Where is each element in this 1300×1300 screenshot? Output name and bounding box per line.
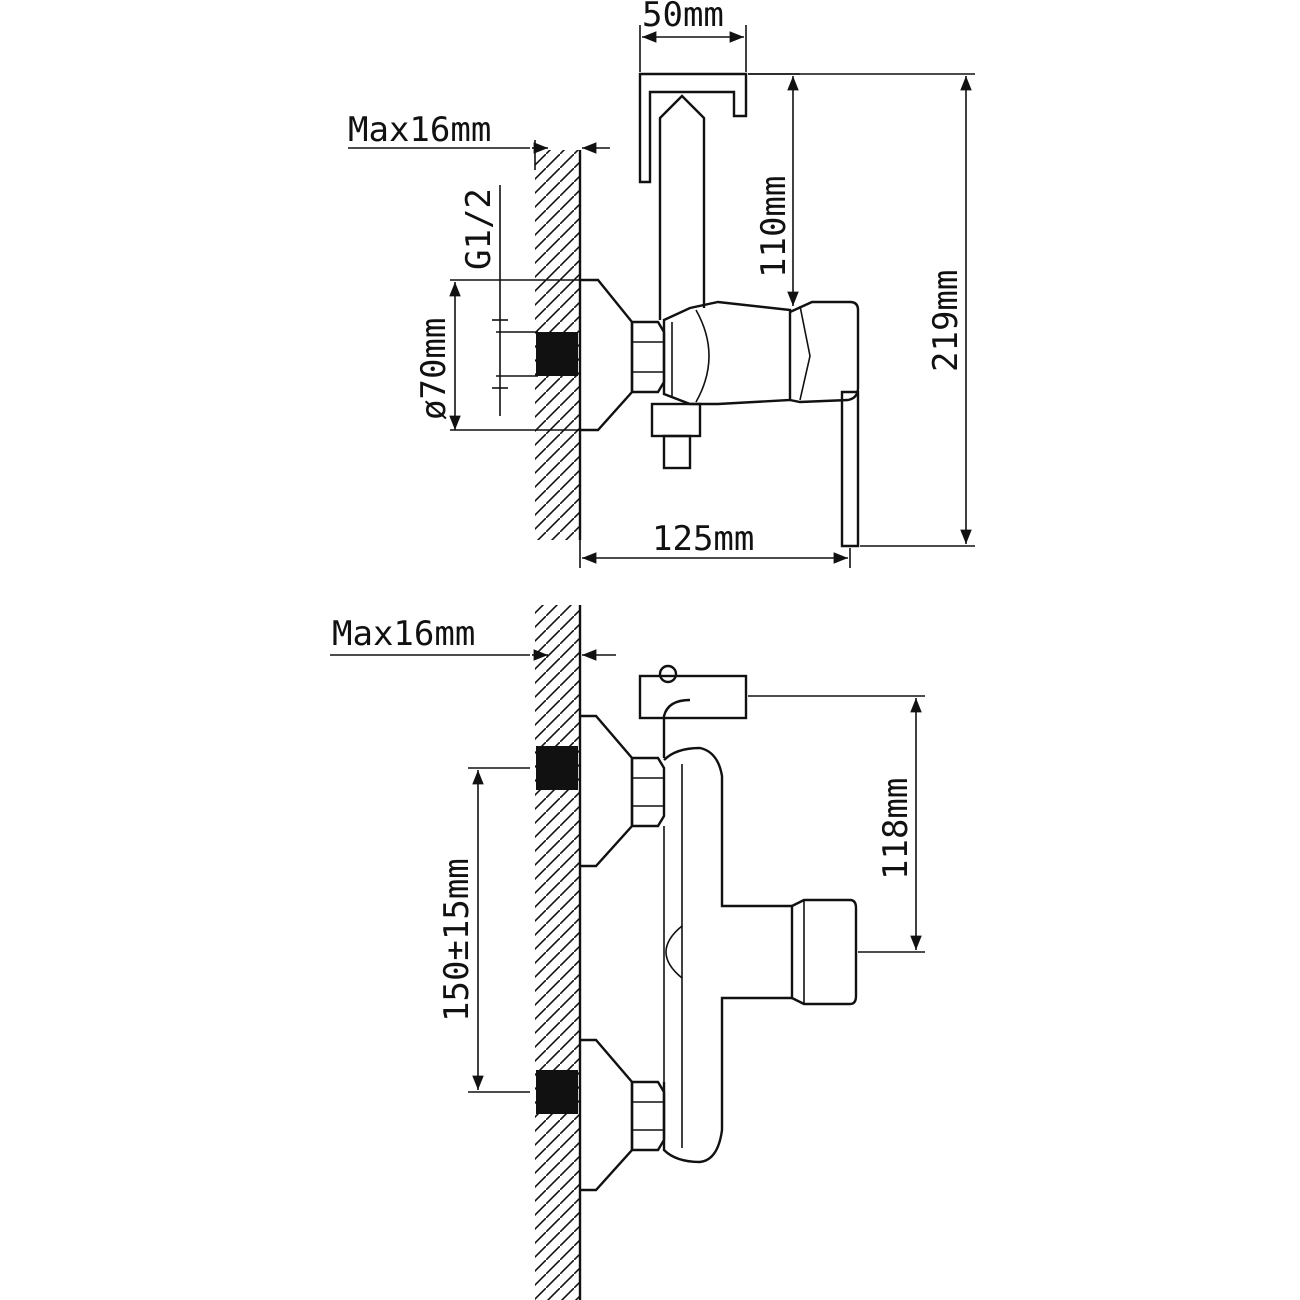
valve-body-curve (695, 309, 710, 403)
dim-label-150: 150±15mm (437, 858, 477, 1022)
dim-label-max-top: Max16mm (348, 110, 491, 150)
sprayer-holder-knob (658, 664, 678, 684)
hex-nut-lower (630, 1080, 666, 1152)
sprayer-hose-front (662, 698, 691, 758)
valve-body-top (662, 300, 792, 406)
handle-front (791, 898, 858, 1006)
sprayer-body-top (658, 94, 706, 320)
wall-section-bottom (535, 605, 580, 1300)
wall-inlet-block-top (536, 332, 578, 376)
mixer-body-outline (662, 746, 794, 1164)
side-view: Max16mm G1/2 ø70mm (348, 0, 975, 568)
wall-inlet-block-upper (536, 746, 578, 790)
dim-label-thread: G1/2 (459, 188, 499, 270)
outlet-stub-top (662, 434, 692, 470)
dim-label-max-bottom: Max16mm (332, 614, 475, 654)
front-view: Max16mm 150±15mm 118mm (330, 605, 925, 1300)
mixer-body-bulge (665, 925, 683, 979)
handle-contour (799, 305, 811, 401)
escutcheon-cone-top (580, 278, 634, 432)
hex-nut-top (630, 320, 666, 394)
dim-label-118: 118mm (876, 778, 916, 880)
sprayer-holder-front (638, 674, 748, 720)
escutcheon-upper (580, 714, 634, 868)
outlet-nut-top (650, 402, 702, 438)
dim-label-110: 110mm (754, 176, 794, 278)
dim-label-125: 125mm (652, 519, 754, 559)
dim-label-219: 219mm (926, 270, 966, 372)
escutcheon-lower (580, 1038, 634, 1192)
dim-label-diameter: ø70mm (414, 318, 454, 420)
hex-nut-upper (630, 756, 666, 828)
lever-top (840, 390, 860, 548)
dim-label-50: 50mm (642, 0, 724, 35)
sprayer-head-top (638, 72, 748, 184)
handle-top (789, 300, 860, 404)
wall-inlet-block-lower (536, 1070, 578, 1114)
